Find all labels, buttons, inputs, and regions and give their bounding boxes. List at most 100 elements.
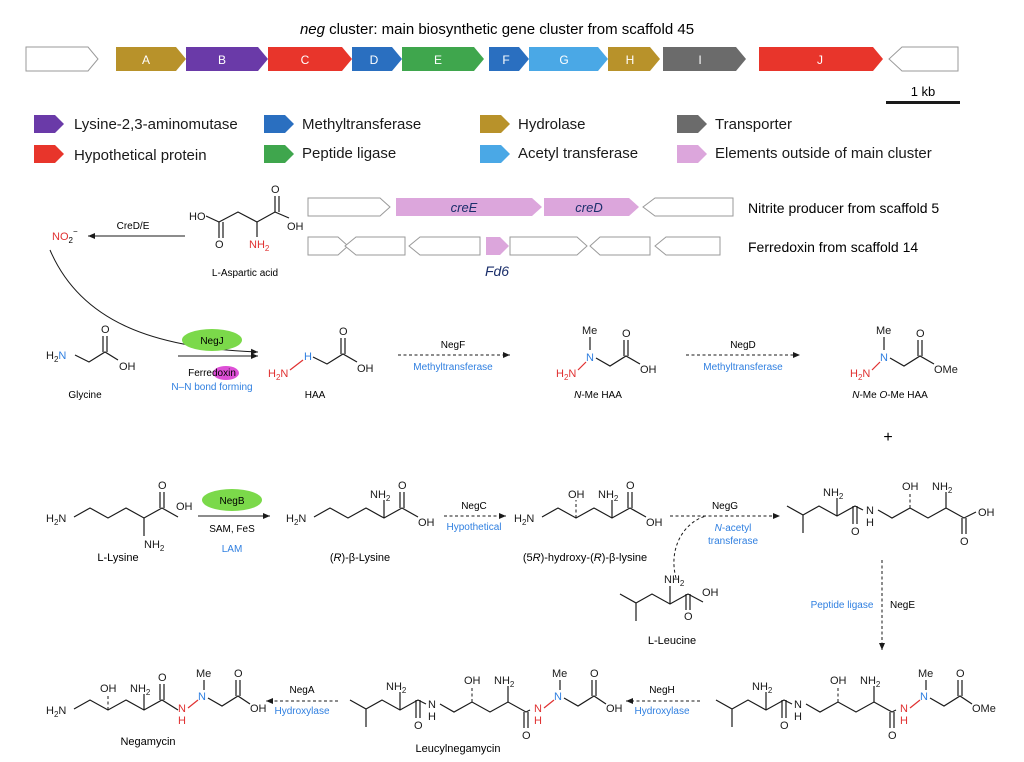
enzyme-negj xyxy=(182,329,242,351)
legend-swatch-lam xyxy=(34,115,64,133)
compound-haa: HAA xyxy=(305,390,326,401)
atom-oh: OH xyxy=(568,489,585,501)
atom-me: Me xyxy=(918,668,933,680)
atom-h2n: H2N xyxy=(268,368,288,382)
gene-outline xyxy=(307,236,349,256)
gene-g xyxy=(529,47,608,71)
legend-label-lam: Lysine-2,3-aminomutase xyxy=(74,116,238,133)
gene-creD-label: creD xyxy=(575,200,602,215)
atom-oh: OH xyxy=(250,703,267,715)
r-beta-lysine: H2N NH2 O OH (R)-β-Lysine xyxy=(286,480,435,564)
atom-h: H xyxy=(794,711,802,723)
atom-o: O xyxy=(158,480,167,492)
gene-e-label: E xyxy=(434,53,442,67)
gene-fd6-label: Fd6 xyxy=(485,263,509,279)
atom-h2n: H2N xyxy=(46,705,66,719)
atom-nh2: NH2 xyxy=(494,675,515,689)
atom-h: H xyxy=(866,517,874,529)
atom-me: Me xyxy=(552,668,567,680)
atom-o: O xyxy=(339,326,348,338)
legend-swatch-hypothetical xyxy=(34,145,64,163)
gene-b-label: B xyxy=(218,53,226,67)
gene-a xyxy=(116,47,186,71)
ferredoxin-blob xyxy=(213,366,239,380)
legend-label-outside: Elements outside of main cluster xyxy=(715,145,932,162)
atom-o: O xyxy=(684,611,693,623)
atom-h2n: H2N xyxy=(46,513,66,527)
gene-j xyxy=(759,47,883,71)
atom-h2n: H2N xyxy=(556,368,576,382)
compound-nme-haa: N-Me HAA xyxy=(574,390,622,401)
n-me-haa: Me H2N N O OH N-Me HAA xyxy=(556,325,657,401)
label-negc: NegC xyxy=(461,501,487,512)
atom-oh: OH xyxy=(176,501,193,513)
legend-label-hydrolase: Hydrolase xyxy=(518,116,586,133)
scaffold-5-label: Nitrite producer from scaffold 5 xyxy=(748,200,939,216)
atom-me: Me xyxy=(876,325,891,337)
scale-bar xyxy=(886,101,960,104)
atom-oh: OH xyxy=(119,361,136,373)
atom-o: O xyxy=(622,328,631,340)
gene-g-label: G xyxy=(559,53,568,67)
atom-o: O xyxy=(234,668,243,680)
atom-o: O xyxy=(101,324,110,336)
label-sam: SAM, FeS xyxy=(209,524,255,535)
cluster-title: neg cluster: main biosynthetic gene clus… xyxy=(300,21,694,38)
gene-i xyxy=(663,47,746,71)
label-nege-role: Peptide ligase xyxy=(811,600,874,611)
legend: Lysine-2,3-aminomutase Methyltransferase… xyxy=(34,115,932,164)
atom-n: N xyxy=(920,691,928,703)
atom-h2n: H2N xyxy=(850,368,870,382)
atom-oh: OH xyxy=(464,675,481,687)
atom-oh: OH xyxy=(830,675,847,687)
atom-o: O xyxy=(414,720,423,732)
gene-outline xyxy=(642,197,734,217)
atom-o: O xyxy=(851,526,860,538)
gene-c xyxy=(268,47,352,71)
glycine: H2N O OH Glycine xyxy=(46,324,136,401)
gene-creE-label: creE xyxy=(451,200,478,215)
atom-o: O xyxy=(960,536,969,548)
plus-sign: + xyxy=(883,429,892,446)
gene-j-label: J xyxy=(817,53,823,67)
atom-h: H xyxy=(178,715,186,727)
gene-cluster: A B C D E F G H I J xyxy=(25,46,959,72)
atom-o: O xyxy=(398,480,407,492)
gene-c-label: C xyxy=(301,53,310,67)
gene-f xyxy=(489,47,529,71)
l-leucine: NH2 O OH L-Leucine xyxy=(619,574,719,647)
gene-h-label: H xyxy=(626,53,635,67)
scale-bar-label: 1 kb xyxy=(911,84,936,99)
gene-outline xyxy=(509,236,588,256)
atom-oh: OH xyxy=(640,364,657,376)
atom-nh2: NH2 xyxy=(823,487,844,501)
atom-o: O xyxy=(626,480,635,492)
label-nn-bond: N–N bond forming xyxy=(171,382,252,393)
atom-n: N xyxy=(586,352,594,364)
atom-n: N xyxy=(900,703,908,715)
atom-nh2: NH2 xyxy=(664,574,685,588)
l-aspartic-acid: HO O O OH NH2 L-Aspartic acid xyxy=(189,184,304,279)
haa: H2N H N O OH HAA xyxy=(268,326,374,401)
atom-o: O xyxy=(158,672,167,684)
atom-h2n: H2N xyxy=(514,513,534,527)
gene-d xyxy=(352,47,402,71)
label-negg-role-2: transferase xyxy=(708,536,758,547)
atom-oh: OH xyxy=(902,481,919,493)
gene-f-label: F xyxy=(502,53,509,67)
atom-oh: OH xyxy=(418,517,435,529)
atom-n: N xyxy=(428,699,436,711)
nitrite: NO2− xyxy=(52,227,78,245)
atom-h: H xyxy=(534,715,542,727)
atom-h: H xyxy=(428,711,436,723)
label-nege: NegE xyxy=(890,600,915,611)
gene-a-label: A xyxy=(142,53,150,67)
atom-nh2: NH2 xyxy=(130,683,151,697)
atom-oh: OH xyxy=(100,683,117,695)
gene-outline xyxy=(408,236,481,256)
atom-o: O xyxy=(215,239,224,251)
atom-ome: OMe xyxy=(934,364,958,376)
legend-label-hypothetical: Hypothetical protein xyxy=(74,147,207,164)
gene-creD xyxy=(544,198,639,216)
leucyl-hydroxylysine: NH2 O N H OH NH2 O OH xyxy=(786,481,995,548)
